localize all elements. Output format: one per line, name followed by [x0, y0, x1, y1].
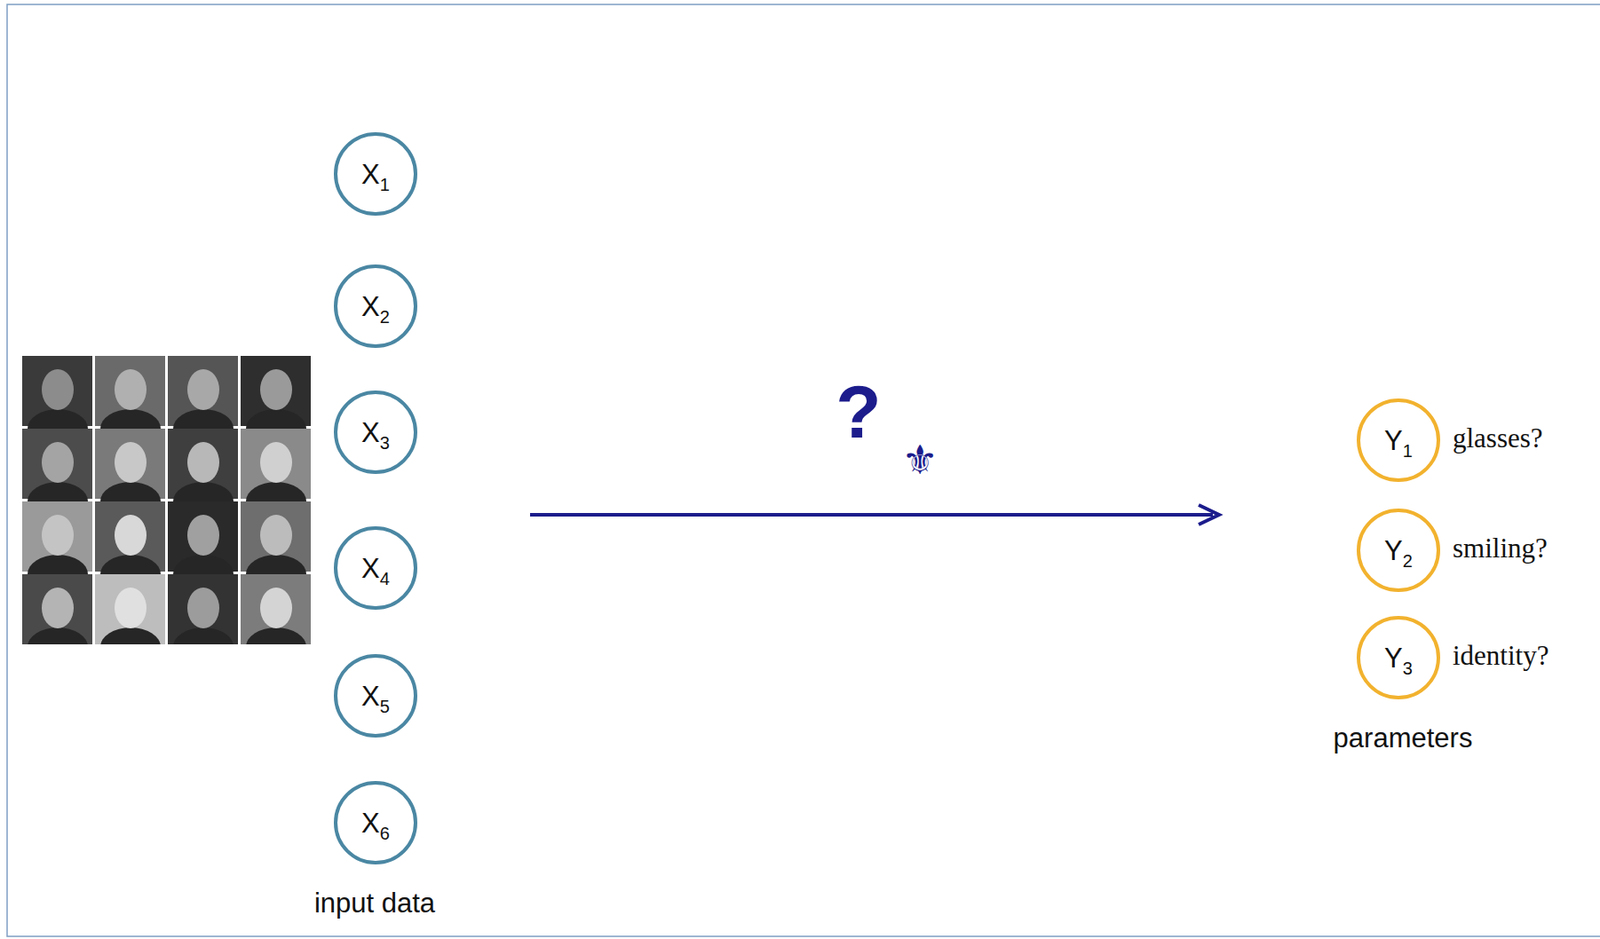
variable-name: X2	[361, 293, 390, 321]
parameter-name: identity?	[1452, 640, 1549, 673]
mapping-arrow	[530, 513, 1213, 517]
variable-name: X6	[361, 809, 390, 838]
fleur-de-lis: ⚜	[901, 437, 938, 484]
output-circle: Y1	[1356, 398, 1441, 483]
output-circle: Y3	[1356, 616, 1441, 700]
face-shoulders	[100, 627, 161, 645]
face-head	[187, 514, 220, 556]
face-head	[114, 442, 147, 484]
variable-name: X4	[361, 554, 390, 583]
face-head	[187, 442, 220, 484]
input-circle: X5	[333, 654, 418, 738]
variable-name: X3	[361, 419, 390, 447]
face-head	[114, 587, 147, 629]
face-head	[114, 514, 147, 556]
axis-caption: input data	[314, 888, 436, 919]
input-circle: X4	[333, 526, 418, 610]
face-head	[41, 514, 74, 556]
face-head	[260, 369, 293, 411]
parameter-name: smiling?	[1452, 532, 1548, 565]
face-head	[187, 369, 220, 411]
face-shoulders	[245, 627, 307, 645]
variable-name: X5	[361, 682, 390, 711]
variable-name: Y2	[1384, 537, 1413, 565]
input-circle: X1	[333, 132, 418, 216]
face-head	[41, 587, 74, 629]
face-head	[187, 587, 220, 629]
face-head	[114, 369, 147, 411]
input-circle: X2	[333, 264, 418, 349]
variable-name: Y3	[1384, 644, 1413, 673]
face-shoulders	[27, 627, 88, 645]
output-circle: Y2	[1356, 508, 1441, 593]
arrow-head	[1198, 505, 1220, 525]
input-circle: X3	[333, 390, 418, 475]
face-head	[41, 442, 74, 484]
input-circle: X6	[333, 781, 418, 865]
face-head	[260, 587, 293, 629]
face-head	[260, 514, 293, 556]
face-grid	[22, 356, 311, 645]
axis-caption: parameters	[1333, 723, 1474, 754]
variable-name: X1	[361, 160, 390, 189]
face-head	[260, 442, 293, 484]
parameter-name: glasses?	[1452, 422, 1544, 455]
face-head	[41, 369, 74, 411]
variable-name: Y1	[1384, 427, 1413, 455]
face-shoulders	[173, 627, 234, 645]
question-mark: ?	[835, 371, 881, 453]
slide-frame	[7, 4, 1600, 937]
